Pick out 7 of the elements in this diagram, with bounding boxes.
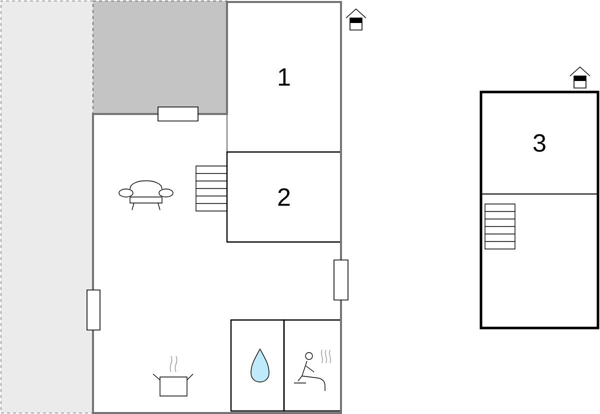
covered-area [92, 0, 228, 114]
room [283, 319, 342, 412]
terrace-area [0, 0, 94, 414]
room: 2 [226, 151, 342, 243]
room [230, 319, 285, 412]
room: 3 [480, 92, 598, 194]
room: 1 [226, 2, 342, 152]
